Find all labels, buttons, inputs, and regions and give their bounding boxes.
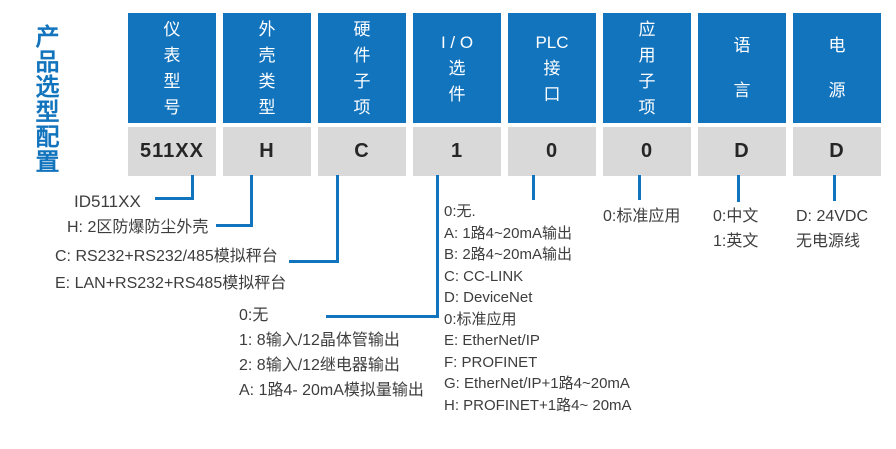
column-code-application-subitem: 0: [603, 127, 691, 176]
annotation-line: 0:无.: [444, 203, 476, 220]
header-line: 件: [448, 84, 466, 104]
header-line: 口: [543, 84, 561, 104]
annotation-application-subitem: 0:标准应用: [603, 205, 680, 229]
connector-vertical-plc-interface: [532, 175, 535, 200]
column-code-plc-interface: 0: [508, 127, 596, 176]
header-line: 外: [258, 19, 276, 39]
header-line: 源: [828, 81, 846, 100]
annotation-line: 无电源线: [796, 232, 861, 250]
annotation-line: F: PROFINET: [444, 353, 538, 371]
annotation-line: B: 2路4~20mA输出: [444, 246, 572, 263]
annotation-line: 1: 8输入/12晶体管输出: [239, 332, 400, 349]
header-line: 接: [543, 58, 561, 78]
connector-vertical-hardware-subitem: [336, 175, 339, 263]
connector-horizontal-io-option: [326, 315, 439, 318]
header-line: 电: [828, 36, 846, 55]
annotation-line: G: EtherNet/IP+1路4~20mA: [444, 375, 630, 392]
connector-horizontal-enclosure-type: [216, 224, 253, 227]
header-line: PLC: [535, 32, 569, 52]
header-line: 项: [353, 97, 371, 117]
connector-vertical-power-supply: [833, 175, 836, 201]
annotation-line: 1:英文: [713, 232, 759, 250]
connector-horizontal-instrument-model: [155, 197, 194, 200]
annotation-line: 2: 8输入/12继电器输出: [239, 357, 400, 374]
header-line: 子: [353, 71, 371, 91]
header-line: 子: [638, 71, 656, 91]
column-header-power-supply: 电源: [793, 13, 881, 123]
annotation-line: 0:标准应用: [444, 310, 517, 328]
annotation-line: H: 2区防爆防尘外壳: [67, 219, 209, 236]
column-code-hardware-subitem: C: [318, 127, 406, 176]
annotation-io-option: 0:无 1: 8输入/12晶体管输出 2: 8输入/12继电器输出 A: 1路4- 2…: [239, 303, 424, 403]
connector-vertical-enclosure-type: [250, 175, 253, 227]
annotation-line: 0:标准应用: [603, 208, 681, 225]
column-code-enclosure-type: H: [223, 127, 311, 176]
header-line: 壳: [258, 45, 276, 65]
annotation-enclosure-type: H: 2区防爆防尘外壳: [67, 215, 208, 241]
annotation-power-supply: D: 24VDC 无电源线: [796, 205, 868, 254]
header-line: 类: [258, 71, 276, 91]
column-header-hardware-subitem: 硬件子项: [318, 13, 406, 123]
column-plc-interface: PLC 接口 0: [508, 13, 596, 176]
header-line: 表: [163, 45, 181, 65]
column-code-instrument-model: 511XX: [128, 127, 216, 176]
annotation-plc-interface: 0:无. A: 1路4~20mA输出 B: 2路4~20mA输出 C: CC-LINK…: [444, 201, 632, 416]
annotation-line: 0:无: [239, 307, 269, 324]
header-line: 型: [163, 71, 181, 91]
header-line: 语: [733, 36, 751, 55]
connector-vertical-io-option: [436, 175, 439, 318]
header-line: 言: [733, 81, 751, 100]
header-line: 应: [638, 19, 656, 39]
header-line: I / O: [440, 32, 474, 52]
annotation-instrument-model: ID511XX: [74, 189, 141, 215]
column-code-language: D: [698, 127, 786, 176]
header-line: 型: [258, 97, 276, 117]
connector-vertical-instrument-model: [191, 175, 194, 200]
annotation-line: 0:中文: [713, 208, 759, 225]
annotation-line: C: RS232+RS232/485模拟秤台: [55, 248, 278, 265]
annotation-hardware-subitem: C: RS232+RS232/485模拟秤台 E: LAN+RS232+RS485…: [55, 243, 286, 297]
header-line: 项: [638, 97, 656, 117]
annotation-line: E: EtherNet/IP: [444, 332, 540, 349]
page-title: 产品选型配置: [31, 24, 58, 174]
annotation-line: D: DeviceNet: [444, 289, 533, 306]
annotation-line: A: 1路4- 20mA模拟量输出: [239, 382, 424, 399]
connector-vertical-application-subitem: [638, 175, 641, 200]
annotation-language: 0:中文 1:英文: [713, 205, 758, 254]
column-header-language: 语言: [698, 13, 786, 123]
annotation-line: A: 1路4~20mA输出: [444, 224, 572, 242]
column-header-io-option: I / O 选件: [413, 13, 501, 123]
header-line: 件: [353, 45, 371, 65]
connector-vertical-language: [737, 175, 740, 202]
header-line: 选: [448, 58, 466, 78]
annotation-line: C: CC-LINK: [444, 267, 524, 285]
annotation-line: ID511XX: [74, 192, 141, 211]
annotation-line: H: PROFINET+1路4~ 20mA: [444, 396, 632, 414]
column-header-instrument-model: 仪表型号: [128, 13, 216, 123]
header-line: 仪: [163, 19, 181, 39]
column-header-application-subitem: 应用子项: [603, 13, 691, 123]
header-line: 硬: [353, 19, 371, 39]
header-line: 号: [163, 97, 181, 117]
column-io-option: I / O 选件 1: [413, 13, 501, 176]
header-line: 用: [638, 45, 656, 65]
column-header-plc-interface: PLC 接口: [508, 13, 596, 123]
column-code-io-option: 1: [413, 127, 501, 176]
column-code-power-supply: D: [793, 127, 881, 176]
annotation-line: E: LAN+RS232+RS485模拟秤台: [55, 275, 287, 292]
connector-horizontal-hardware-subitem: [289, 260, 339, 263]
column-header-enclosure-type: 外壳类型: [223, 13, 311, 123]
annotation-line: D: 24VDC: [796, 208, 869, 225]
